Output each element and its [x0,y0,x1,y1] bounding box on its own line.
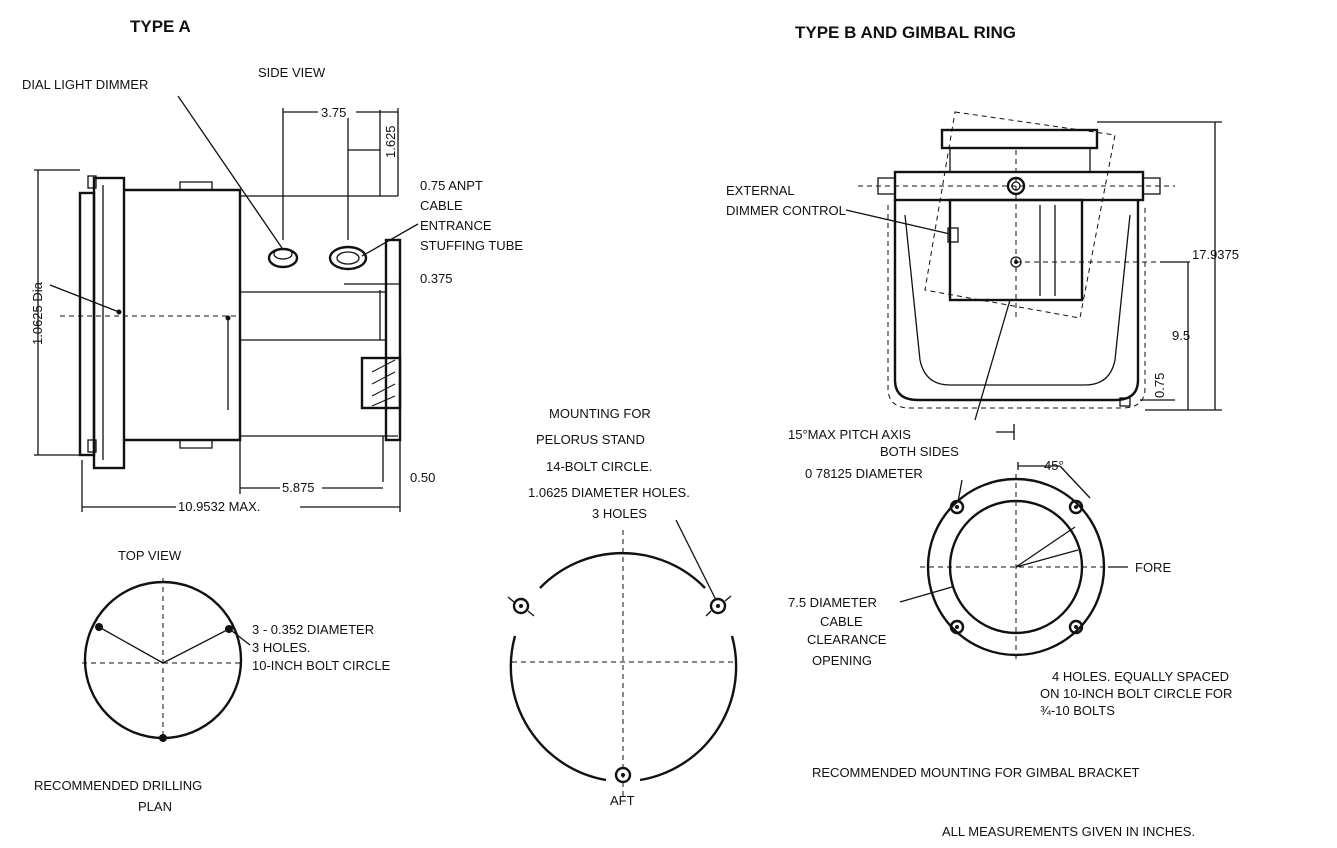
dim-1-625: 1.625 [383,125,398,158]
pelorus-arc-left [509,635,607,782]
pelorus-stand-mounting: MOUNTING FOR PELORUS STAND 14-BOLT CIRCL… [507,406,738,808]
cable-label-line2: CABLE [420,198,463,213]
dial-light-dimmer-label: DIAL LIGHT DIMMER [22,77,148,92]
dim-0-50: 0.50 [410,470,435,485]
front-flange [78,191,96,457]
gimbal-hole-br [1068,619,1084,635]
dim-9-5: 9.5 [1172,328,1190,343]
side-view-label: SIDE VIEW [258,65,326,80]
dim-1-0625-dia: 1.0625 Dia [30,281,45,345]
dimmer-leader-line [177,95,283,249]
bolt-hole [95,623,103,631]
dimmer-knob [267,247,299,269]
dim-3-75: 3.75 [321,105,346,120]
pitch-label-line1: 15°MAX PITCH AXIS [788,427,911,442]
fore-label: FORE [1135,560,1171,575]
compass-housing [124,188,242,442]
dim-5-875: 5.875 [282,480,315,495]
pelorus-hole-left [507,596,535,617]
external-label-line1: EXTERNAL [726,183,795,198]
pelorus-label-line4: 1.0625 DIAMETER HOLES. [528,485,690,500]
cable-label-line3: ENTRANCE [420,218,492,233]
dia-0-78125: 0 78125 DIAMETER [805,466,923,481]
holes-label-line2: 3 HOLES. [252,640,311,655]
external-label-line2: DIMMER CONTROL [726,203,846,218]
holes4-label-line3: ¾-10 BOLTS [1040,703,1115,718]
clearance-label-line2: CABLE [820,614,863,629]
holes4-label-line2: ON 10-INCH BOLT CIRCLE FOR [1040,686,1232,701]
bolt-hole [159,734,167,742]
cable-label-line1: 0.75 ANPT [420,178,483,193]
bolt-hole [225,625,233,633]
dim-0-75: 0.75 [1152,373,1167,398]
gimbal-hole-tr [1068,499,1084,515]
type-b-side-view: EXTERNAL DIMMER CONTROL 17.9375 9.5 0.75… [726,111,1239,459]
cable-entrance [328,245,368,271]
pelorus-arc-right [639,635,738,782]
measurements-note: ALL MEASUREMENTS GIVEN IN INCHES. [942,824,1195,839]
pitch-tilt-outline [924,111,1116,319]
type-a-side-view: SIDE VIEW DIAL LIGHT DIMMER [22,65,523,514]
clearance-label-line3: CLEARANCE [807,632,887,647]
pelorus-hole-aft [614,766,632,784]
bezel-ring [92,176,126,470]
holes-label-line1: 3 - 0.352 DIAMETER [252,622,374,637]
clearance-label-line4: OPENING [812,653,872,668]
aft-label: AFT [610,793,635,808]
dim-0-375: 0.375 [420,271,453,286]
dim-17-9375: 17.9375 [1192,247,1239,262]
title-type-a: TYPE A [130,17,191,36]
stuffing-tube-fitting [360,356,402,410]
pelorus-label-line2: PELORUS STAND [536,432,645,447]
angle-45-label: 45° [1044,458,1064,473]
type-b-bolt-plan: 0 78125 DIAMETER 45° FORE 7.5 DIAMETER C… [788,458,1232,780]
cable-label-line4: STUFFING TUBE [420,238,523,253]
dim-10-9532-max: 10.9532 MAX. [178,499,260,514]
gimbal-hole-tl [949,499,965,515]
pelorus-arc-top [539,552,706,589]
title-type-b: TYPE B AND GIMBAL RING [795,23,1016,42]
pelorus-label-line3: 14-BOLT CIRCLE. [546,459,652,474]
pelorus-hole-right [705,595,732,617]
mounting-plate [384,238,402,442]
recommended-gimbal-label: RECOMMENDED MOUNTING FOR GIMBAL BRACKET [812,765,1139,780]
gimbal-hole-bl [949,619,965,635]
holes-label-line3: 10-INCH BOLT CIRCLE [252,658,391,673]
pitch-label-line2: BOTH SIDES [880,444,959,459]
compass-cap [940,128,1099,150]
clearance-label-line1: 7.5 DIAMETER [788,595,877,610]
drilling-label-line1: RECOMMENDED DRILLING [34,778,202,793]
pelorus-label-line5: 3 HOLES [592,506,647,521]
holes4-label-line1: 4 HOLES. EQUALLY SPACED [1052,669,1229,684]
drilling-label-line2: PLAN [138,799,172,814]
gimbal-bracket [893,200,1140,402]
type-a-top-view: TOP VIEW 3 - 0.352 DIAMETER 3 HOLES. 10-… [34,548,391,814]
top-view-label: TOP VIEW [118,548,182,563]
pelorus-label-line1: MOUNTING FOR [549,406,651,421]
